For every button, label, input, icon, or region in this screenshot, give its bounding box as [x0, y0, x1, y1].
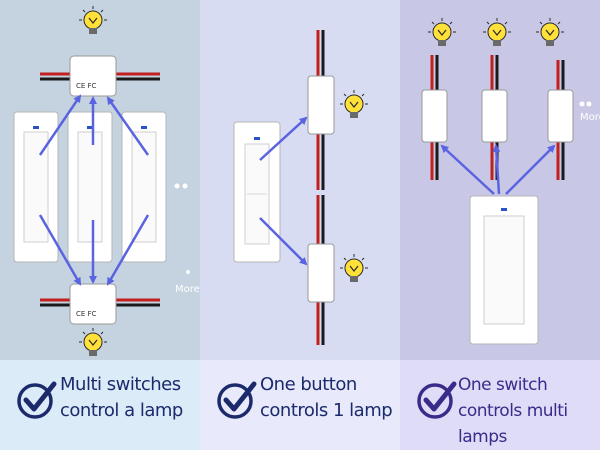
caption-bar: One button controls 1 lamp — [200, 360, 400, 450]
arrow-icon — [38, 94, 150, 286]
caption-line-2: control a lamp — [60, 400, 183, 421]
caption-line-1: Multi switches — [60, 374, 181, 395]
one-switch-multi-lamps-diagram — [421, 17, 592, 345]
check-circle-icon — [217, 381, 257, 419]
panel-one-button: One button controls 1 lamp — [200, 0, 400, 450]
light-bulb-icon — [78, 327, 108, 357]
light-bulb-icon — [339, 89, 369, 119]
wall-switch-icon — [67, 111, 113, 263]
more-label: More — [580, 112, 600, 123]
relay-module-icon — [421, 89, 448, 143]
light-bulb-icon — [482, 17, 512, 47]
check-circle-icon — [17, 381, 57, 419]
caption: One button controls 1 lamp — [260, 372, 393, 424]
caption-line-1: One switch — [458, 375, 548, 395]
relay-module-icon — [481, 89, 508, 143]
relay-module-icon: CE FC — [69, 55, 117, 97]
light-bulb-icon — [427, 17, 457, 47]
light-bulb-icon — [78, 5, 108, 35]
light-bulb-icon — [535, 17, 565, 47]
light-bulb-icon — [339, 253, 369, 283]
relay-module-icon: CE FC — [69, 283, 117, 325]
caption-line-1: One button — [260, 374, 357, 395]
panel-one-switch-multi-lamps: More One switch controls multi lamps — [400, 0, 600, 450]
wall-switch-icon — [469, 195, 539, 345]
svg-text:CE FC: CE FC — [76, 82, 97, 90]
caption-bar: Multi switches control a lamp — [0, 360, 200, 450]
caption-line-2: controls 1 lamp — [260, 400, 393, 421]
arrow-icon — [440, 144, 556, 195]
one-button-diagram — [233, 30, 369, 345]
more-label: More — [175, 284, 200, 295]
multi-switch-diagram: CE FC — [13, 5, 190, 357]
relay-module-icon — [307, 75, 335, 135]
relay-module-icon — [547, 89, 574, 143]
check-circle-icon — [417, 381, 457, 419]
arrow-icon — [259, 116, 308, 266]
caption: Multi switches control a lamp — [60, 372, 183, 424]
panel-multi-switches: CE FC — [0, 0, 200, 450]
relay-module-icon — [307, 243, 335, 303]
svg-text:CE FC: CE FC — [76, 310, 97, 318]
caption: One switch controls multi lamps — [458, 372, 600, 450]
caption-line-2: controls multi lamps — [458, 401, 568, 447]
wall-switch-icon — [233, 121, 281, 263]
wall-switch-icon — [13, 111, 59, 263]
wall-switch-icon — [121, 111, 167, 263]
caption-bar: One switch controls multi lamps — [400, 360, 600, 450]
